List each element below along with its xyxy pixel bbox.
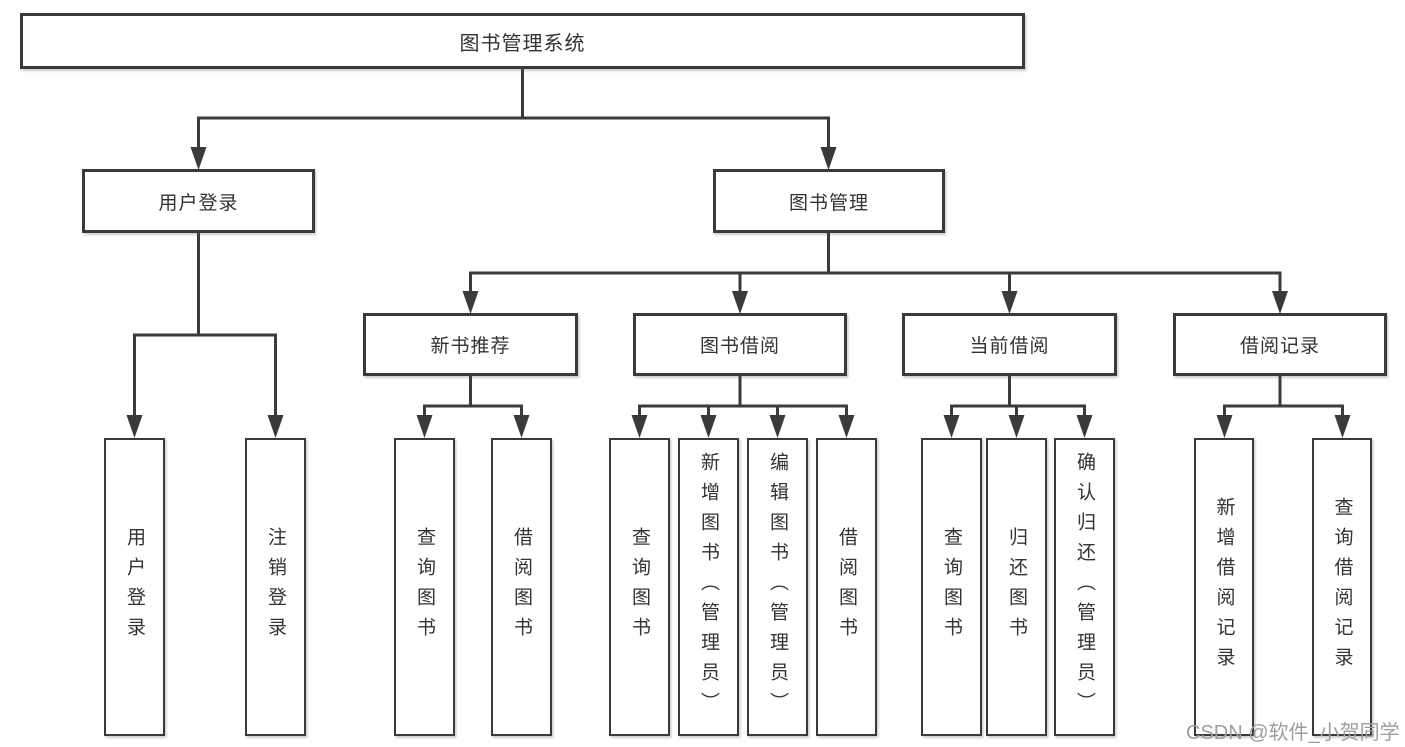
leaf-borrow-books: 借阅图书 xyxy=(816,438,877,736)
leaf-borrow-books-recommend: 借阅图书 xyxy=(491,438,552,736)
node-label: 新书推荐 xyxy=(430,336,511,357)
node-label: 图书管理 xyxy=(788,192,869,214)
node-label: 借阅图书 xyxy=(511,527,532,647)
node-label: 新增借阅记录 xyxy=(1213,497,1235,677)
node-label: 查询图书 xyxy=(629,527,650,647)
node-new-book-recommendation: 新书推荐 xyxy=(363,313,578,376)
node-label: 借阅记录 xyxy=(1239,336,1320,357)
node-library-management-system: 图书管理系统 xyxy=(20,13,1025,69)
node-label: 归还图书 xyxy=(1006,527,1027,647)
leaf-query-books-recommend: 查询图书 xyxy=(394,438,455,736)
leaf-confirm-return-admin: 确认归还（管理员） xyxy=(1054,438,1115,736)
node-label: 确认归还（管理员） xyxy=(1074,452,1095,722)
leaf-user-login: 用户登录 xyxy=(104,438,165,736)
leaf-return-books: 归还图书 xyxy=(986,438,1047,736)
leaf-add-borrow-record: 新增借阅记录 xyxy=(1194,438,1254,736)
node-label: 查询图书 xyxy=(941,527,962,647)
node-book-borrowing: 图书借阅 xyxy=(633,313,847,376)
node-label: 图书借阅 xyxy=(699,336,780,357)
node-current-borrowing: 当前借阅 xyxy=(902,313,1117,376)
node-label: 图书管理系统 xyxy=(459,32,586,55)
node-label: 新增图书（管理员） xyxy=(698,452,719,722)
node-label: 注销登录 xyxy=(265,527,286,647)
leaf-logout: 注销登录 xyxy=(245,438,306,736)
leaf-query-borrow-record: 查询借阅记录 xyxy=(1312,438,1372,736)
node-borrowing-records: 借阅记录 xyxy=(1173,313,1387,376)
arrowheads xyxy=(126,147,1351,438)
csdn-watermark: CSDN @软件_小贺同学 xyxy=(1186,722,1400,744)
node-label: 用户登录 xyxy=(124,527,145,647)
node-label: 当前借阅 xyxy=(969,336,1050,357)
node-label: 编辑图书（管理员） xyxy=(767,452,788,722)
leaf-query-books-current: 查询图书 xyxy=(921,438,982,736)
leaf-add-books-admin: 新增图书（管理员） xyxy=(678,438,739,736)
node-label: 借阅图书 xyxy=(836,527,857,647)
leaf-edit-books-admin: 编辑图书（管理员） xyxy=(747,438,808,736)
node-label: 查询图书 xyxy=(414,527,435,647)
node-label: 用户登录 xyxy=(158,192,239,214)
node-book-management: 图书管理 xyxy=(713,169,945,233)
node-user-login: 用户登录 xyxy=(82,169,315,233)
leaf-query-books-borrow: 查询图书 xyxy=(609,438,670,736)
node-label: 查询借阅记录 xyxy=(1331,497,1353,677)
